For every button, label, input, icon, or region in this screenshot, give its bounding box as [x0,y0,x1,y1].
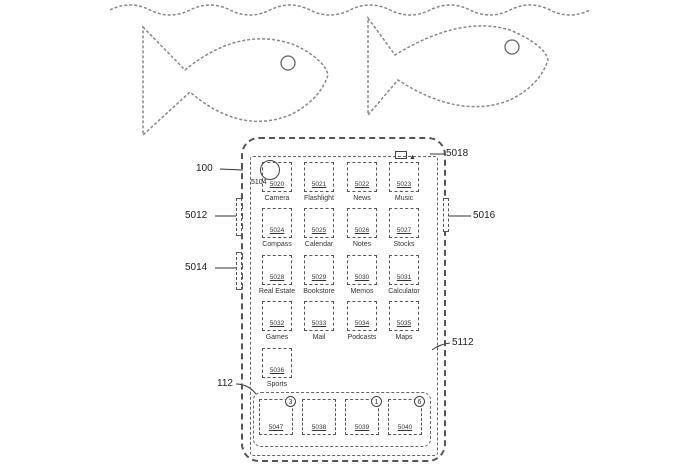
dock-tray [253,392,431,447]
app-ref-number: 5034 [354,320,370,327]
app-ref-number: 5025 [311,227,327,234]
app-label: Mail [312,334,326,341]
app-label: Sports [266,381,288,388]
app-ref-number: 5028 [269,274,285,281]
app-label: Music [394,195,414,202]
app-ref-number: 5030 [354,274,370,281]
app-label: Bookstore [303,288,335,295]
side-button-5012 [236,198,242,236]
contact-point-icon [260,160,280,180]
app-label: Compass [262,241,292,248]
app-label: News [353,195,371,202]
fish-right [367,15,549,118]
ref-112: 112 [217,378,233,389]
dock-app-icon-5039[interactable]: 5039 1 [345,396,382,435]
leader-112 [235,383,257,395]
dock-app-ref-number: 5040 [397,424,413,431]
leader-100 [219,168,244,171]
side-button-5016 [443,198,449,232]
app-label: Notes [352,241,372,248]
fish-right-eye [504,39,520,55]
fish-left-eye [280,55,296,71]
dock-app-icon-5038[interactable]: 5038 [302,399,336,435]
app-ref-number: 5035 [396,320,412,327]
app-ref-number: 5033 [311,320,327,327]
app-label: Camera [264,195,290,202]
app-label: Flashlight [304,195,334,202]
app-ref-number: 5020 [269,181,285,188]
wave-line [109,4,591,16]
ref-5012: 5012 [185,210,208,221]
dock-app-icon-5040[interactable]: 5040 6 [388,396,425,435]
app-ref-number: 5021 [311,181,327,188]
ref-100: 100 [196,163,213,174]
app-ref-number: 5023 [396,181,412,188]
app-ref-number: 5022 [354,181,370,188]
battery-icon [395,151,407,159]
ref-5016: 5016 [473,210,496,221]
app-label: Calendar [304,241,334,248]
ref-5014: 5014 [185,262,208,273]
app-ref-number: 5027 [396,227,412,234]
notification-badge: 6 [414,396,425,407]
leader-5112 [431,342,451,351]
app-ref-number: 5036 [269,367,285,374]
notification-badge: 1 [371,396,382,407]
dock-app-ref-number: 5038 [311,424,327,431]
app-label: Calculator [388,288,420,295]
app-ref-number: 5031 [396,274,412,281]
ref-5018: 5018 [446,148,469,159]
app-label: Maps [395,334,413,341]
side-button-5014 [236,252,242,290]
app-label: Podcasts [347,334,377,341]
ref-5104: 5104 [251,179,267,186]
fish-left [142,25,329,137]
app-label: Memos [350,288,374,295]
device-outline [241,137,446,462]
app-ref-number: 5029 [311,274,327,281]
app-label: Games [265,334,289,341]
app-label: Real Estate [258,288,296,295]
app-ref-number: 5032 [269,320,285,327]
flame-icon: ▲ [408,154,416,161]
dock-app-ref-number: 5047 [268,424,284,431]
ref-5112: 5112 [452,337,474,348]
notification-badge: 3 [285,396,296,407]
touch-screen [250,156,438,456]
status-indicators: ▲ [395,151,416,161]
dock-app-icon-5047[interactable]: 5047 3 [259,396,296,435]
app-ref-number: 5026 [354,227,370,234]
app-label: Stocks [393,241,415,248]
app-ref-number: 5024 [269,227,285,234]
dock-app-ref-number: 5039 [354,424,370,431]
